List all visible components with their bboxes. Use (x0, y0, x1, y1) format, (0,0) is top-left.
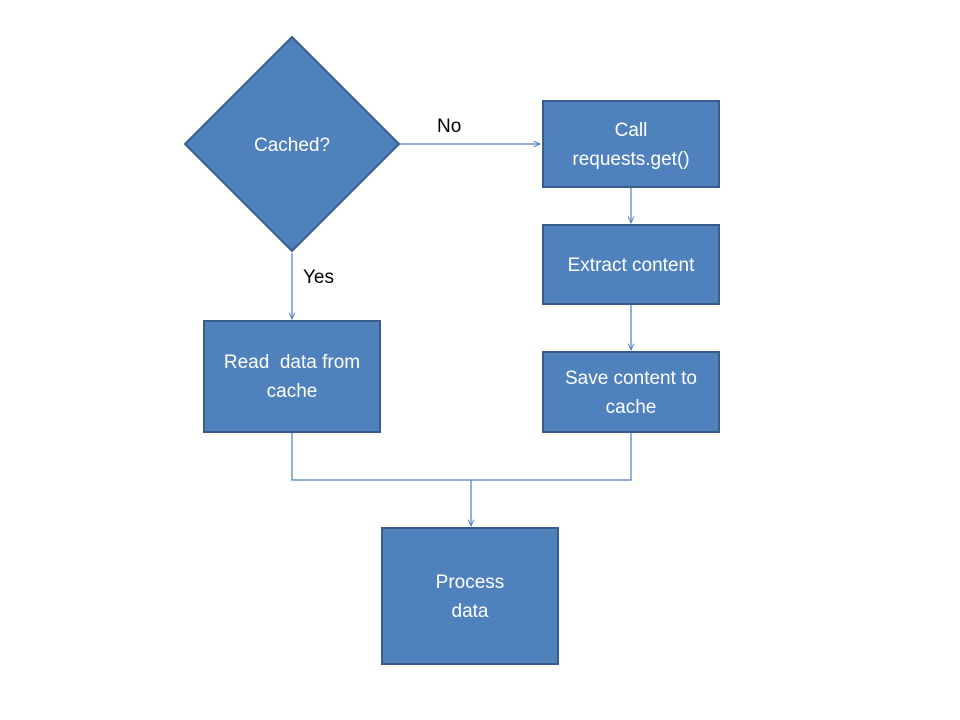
node-read-cache-line2: cache (267, 381, 318, 402)
node-read-cache-line1: Read data from (224, 352, 360, 373)
branch-label-no: No (437, 116, 461, 137)
node-save-content-line1: Save content to (565, 368, 697, 389)
decision-diamond-cached (183, 35, 401, 253)
node-call-request (542, 100, 720, 188)
connector-read-to-merge (291, 433, 632, 481)
node-extract-content (542, 224, 720, 305)
node-call-request-line2: requests.get() (572, 149, 689, 170)
node-save-content-line2: cache (606, 397, 657, 418)
node-process-data (381, 527, 559, 665)
node-call-request-line1: Call (615, 120, 648, 141)
node-process-data-line1: Process (436, 572, 505, 593)
node-process-data-line2: data (452, 601, 489, 622)
node-extract-content-line1: Extract content (568, 255, 695, 276)
node-read-cache (203, 320, 381, 433)
node-save-content (542, 351, 720, 433)
decision-label: Cached? (254, 135, 330, 156)
branch-label-yes: Yes (303, 267, 334, 288)
